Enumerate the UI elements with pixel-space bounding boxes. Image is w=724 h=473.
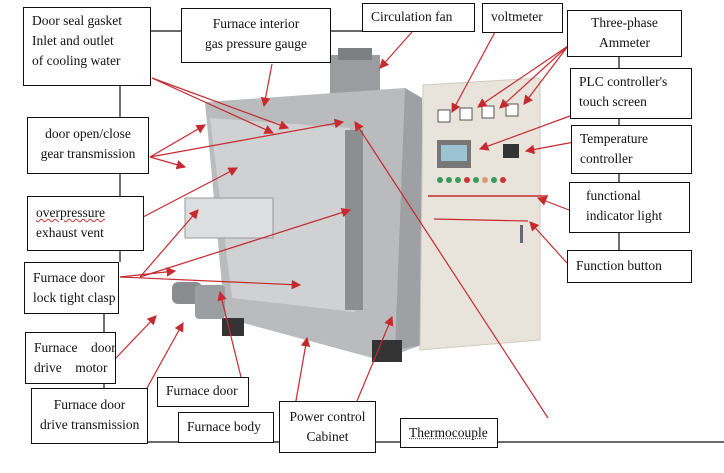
label-text: controller — [580, 151, 633, 166]
label-text: gear transmission — [40, 146, 136, 161]
label-text: lock tight clasp — [33, 290, 116, 305]
door-drive-motor — [172, 282, 225, 319]
label-text: drive transmission — [40, 417, 140, 432]
label-functional-indicator-light: functional indicator light — [569, 182, 690, 233]
label-text: exhaust vent — [36, 225, 104, 240]
label-text: Three-phase — [591, 15, 658, 30]
label-pressure-gauge: Furnace interior gas pressure gauge — [181, 8, 331, 63]
label-function-button: Function button — [567, 250, 692, 283]
label-furnace-door: Furnace door — [157, 377, 249, 407]
label-text: Thermocouple — [409, 425, 488, 440]
label-overpressure-exhaust-vent: overpressure exhaust vent — [27, 196, 144, 251]
circulation-fan — [330, 48, 380, 95]
label-text: voltmeter — [491, 9, 543, 24]
label-text: of cooling water — [32, 53, 121, 68]
label-text: Temperature — [580, 131, 649, 146]
label-door-drive-transmission: Furnace door drive transmission — [31, 388, 148, 444]
label-text: Door seal gasket — [32, 13, 122, 28]
label-thermocouple: Thermocouple — [400, 418, 498, 448]
label-door-gear-transmission: door open/close gear transmission — [27, 117, 149, 174]
label-voltmeter: voltmeter — [482, 3, 563, 33]
label-text: Circulation fan — [371, 9, 453, 24]
label-text: Furnace interior — [212, 16, 300, 31]
label-furnace-body: Furnace body — [178, 412, 274, 443]
label-text: Furnace door — [34, 340, 116, 355]
label-text: Furnace door — [53, 397, 126, 412]
label-text: overpressure — [36, 205, 105, 220]
label-door-drive-motor: Furnace door drive motor — [25, 332, 116, 384]
label-text: Furnace door — [166, 383, 238, 398]
label-door-lock-clasp: Furnace door lock tight clasp — [24, 262, 119, 314]
label-text: gas pressure gauge — [205, 36, 307, 51]
label-temperature-controller: Temperature controller — [571, 125, 692, 174]
label-text: Inlet and outlet — [32, 33, 114, 48]
label-text: PLC controller's — [579, 74, 668, 89]
furnace-door — [210, 118, 355, 312]
label-three-phase-ammeter: Three-phase Ammeter — [567, 10, 682, 57]
label-text: Furnace body — [187, 419, 261, 434]
label-text: drive motor — [34, 360, 108, 375]
label-text: Cabinet — [306, 429, 349, 444]
label-plc-touch-screen: PLC controller's touch screen — [570, 68, 692, 119]
label-door-seal-gasket: Door seal gasket Inlet and outlet of coo… — [23, 7, 151, 86]
label-text: touch screen — [579, 94, 647, 109]
label-power-control-cabinet: Power control Cabinet — [279, 401, 376, 453]
label-text: Function button — [576, 258, 662, 273]
power-control-cabinet — [419, 77, 541, 351]
label-text: Furnace door — [33, 270, 105, 285]
label-text: Ammeter — [599, 35, 650, 50]
label-circulation-fan: Circulation fan — [362, 3, 475, 32]
label-text: functional — [586, 188, 641, 203]
label-text: Power control — [289, 409, 366, 424]
label-text: door open/close — [45, 126, 131, 141]
red-arrows — [114, 31, 586, 419]
label-text: indicator light — [586, 208, 663, 223]
